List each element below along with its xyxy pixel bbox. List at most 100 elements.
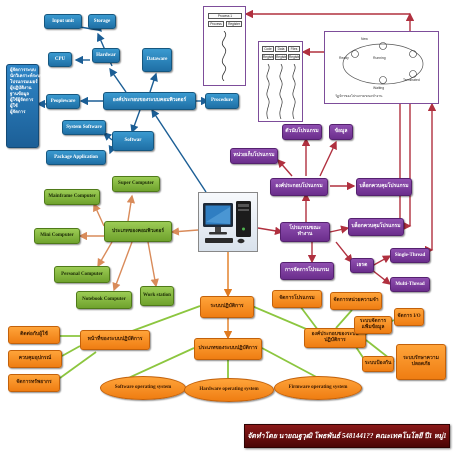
security-node: ระบบรักษาความปลอดภัย [396, 344, 446, 380]
role-line: ผู้ใช้ผู้จัดการ [10, 96, 34, 102]
os-types-label: ประเภทของระบบปฏิบัติการ [198, 346, 258, 352]
operating-system-label: ระบบปฏิบัติการ [210, 304, 244, 310]
state-label: Terminated [403, 78, 420, 82]
panel-a-row: Process 1 [208, 13, 242, 19]
procedure-label: Procedure [210, 98, 234, 104]
panel-b-col: Code [262, 46, 274, 52]
super-computer-label: Super Computer [118, 181, 154, 187]
storage-label: Storage [93, 18, 111, 24]
procedure-node: Procedure [205, 93, 239, 109]
contact-user-node: ติดต่อกับผู้ใช้ [8, 326, 60, 344]
personal-computer-node: Personal Computer [54, 266, 110, 283]
multi-thread-node: Multi-Thread [390, 277, 430, 292]
process-scheduling-node: การจัดการโปรแกรม [280, 262, 334, 280]
control-devices-label: ควบคุมอุปกรณ์ [18, 356, 52, 362]
role-line: ผู้ปฏิบัติงาน [10, 84, 32, 90]
single-thread-label: Single-Thread [394, 252, 426, 258]
process-block-label: บล็อกควบคุมโปรแกรม [351, 224, 401, 230]
super-computer-node: Super Computer [112, 176, 160, 192]
role-line: ผู้จัดการระบบ [10, 67, 36, 72]
hardware-os-label: Hardware operating system [199, 387, 259, 393]
process-block-node: บล็อกควบคุมโปรแกรม [348, 218, 404, 236]
panel-b-cell: Registers [288, 54, 300, 60]
os-types-node: ประเภทของระบบปฏิบัติการ [194, 338, 262, 360]
state-label: Waiting [373, 86, 385, 90]
panel-b-cell: Registers [275, 54, 287, 60]
registers-node: หน่วยเก็บโปรแกรม [230, 148, 278, 164]
file-system-label: ระบบจัดการแฟ้มข้อมูล [359, 319, 387, 330]
process-management-label: จัดการโปรแกรม [279, 296, 315, 302]
panel-b-col: Files [288, 46, 300, 52]
protection-node: ระบบป้องกัน [362, 356, 394, 372]
software-os-node: Software operating system [100, 376, 186, 400]
os-duties-node: หน้าที่ของระบบปฏิบัติการ [80, 330, 150, 350]
state-label: New [361, 37, 368, 41]
state-label: Ready [339, 56, 349, 60]
process-label: โปรแกรมขณะทำงาน [289, 226, 321, 237]
cpu-label: CPU [54, 56, 66, 62]
program-components-label: องค์ประกอบโปรแกรม [275, 184, 323, 190]
package-application-label: Package Application [54, 154, 98, 160]
registers-label: หน่วยเก็บโปรแกรม [233, 153, 275, 159]
input-unit-node: Input unit [44, 14, 82, 29]
security-label: ระบบรักษาความปลอดภัย [403, 356, 439, 367]
mini-computer-label: Mini Computer [40, 233, 74, 239]
author-credit-text: จัดทำโดย นายณฐวุฒิ โพธพันธ์ 5481441?? คณ… [247, 431, 447, 440]
os-components-label: องค์ประกอบของระบบปฏิบัติการ [311, 332, 359, 343]
protection-label: ระบบป้องกัน [364, 361, 392, 367]
io-management-node: จัดการ I/O [394, 308, 424, 326]
panel-b-cell: Registers [262, 54, 274, 60]
program-components-node: องค์ประกอบโปรแกรม [270, 178, 328, 196]
process-scheduling-label: การจัดการโปรแกรม [285, 268, 329, 274]
system-software-label: System Software [66, 124, 102, 130]
system-software-node: System Software [62, 120, 106, 135]
peopleware-roles-note: ผู้จัดการระบบ นักวิเคราะห์ระบบ โปรแกรมเม… [6, 64, 43, 148]
operating-system-node: ระบบปฏิบัติการ [200, 296, 254, 318]
storage-node: Storage [88, 14, 116, 29]
hardwar-label: Hardwar [96, 52, 116, 58]
thread-node: เธรด [350, 258, 374, 273]
notebook-computer-node: Notebook Computer [76, 291, 132, 309]
data-node: ข้อมูล [329, 124, 353, 140]
hardwar-node: Hardwar [92, 48, 120, 63]
role-line: นักวิเคราะห์ระบบ [10, 72, 43, 78]
softwar-node: Softwar [112, 131, 154, 151]
computer-image [198, 192, 258, 252]
dataware-node: Dataware [142, 48, 172, 72]
computer-components-node: องค์ประกอบของระบบคอมพิวเตอร์ [103, 92, 196, 110]
firmware-os-node: Firmware operating system [274, 376, 362, 400]
mini-computer-node: Mini Computer [34, 228, 80, 244]
multi-thread-label: Multi-Thread [395, 281, 425, 287]
computer-types-label: ประเภทของคอมพิวเตอร์ [111, 228, 165, 234]
memory-management-node: จัดการหน่วยความจำ [330, 292, 382, 310]
package-application-node: Package Application [46, 150, 106, 165]
memory-management-label: จัดการหน่วยความจำ [333, 298, 379, 304]
program-counter-label: ตัวนับโปรแกรม [285, 129, 319, 135]
mainframe-computer-node: Mainframe Computer [44, 189, 100, 205]
role-line: ผู้จัดการ [10, 108, 26, 114]
computer-icon [203, 201, 251, 244]
process-node: โปรแกรมขณะทำงาน [280, 222, 330, 242]
manage-resources-label: จัดการทรัพยากร [16, 380, 52, 386]
os-duties-label: หน้าที่ของระบบปฏิบัติการ [87, 337, 143, 343]
os-components-node: องค์ประกอบของระบบปฏิบัติการ [304, 328, 366, 348]
computer-components-label: องค์ประกอบของระบบคอมพิวเตอร์ [112, 98, 187, 104]
firmware-os-label: Firmware operating system [288, 385, 348, 391]
work-station-node: Work station [140, 286, 174, 306]
process-screenshot-b: Code Data Files Registers Registers Regi… [258, 41, 303, 122]
control-devices-node: ควบคุมอุปกรณ์ [8, 350, 62, 368]
peopleware-label: Peopleware [50, 98, 76, 104]
software-os-label: Software operating system [114, 385, 172, 391]
program-counter-node: ตัวนับโปรแกรม [282, 124, 322, 140]
panel-a-row: Register [226, 21, 242, 27]
role-line: โปรแกรมเมอร์ [10, 78, 38, 84]
thread-wave-icon [221, 31, 227, 81]
state-diagram-icon [342, 42, 424, 85]
io-management-label: จัดการ I/O [397, 314, 421, 320]
peopleware-node: Peopleware [46, 94, 80, 109]
computer-types-node: ประเภทของคอมพิวเตอร์ [104, 221, 172, 242]
cpu-node: CPU [48, 52, 72, 67]
process-control-block-node: บล็อกควบคุมโปรแกรม [356, 178, 412, 196]
hardware-os-node: Hardware operating system [184, 378, 274, 402]
